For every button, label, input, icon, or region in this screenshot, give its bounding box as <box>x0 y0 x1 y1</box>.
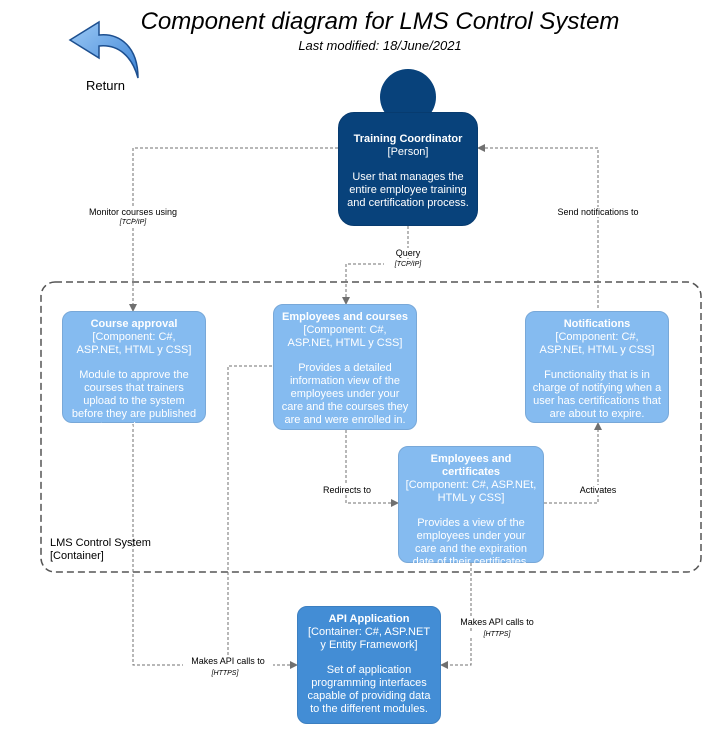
label-query: Query <box>388 248 428 258</box>
component-employees-courses: Employees and courses [Component: C#, AS… <box>273 304 417 430</box>
component-name: Course approval <box>90 318 178 330</box>
edge-send-notifications <box>477 144 599 308</box>
edge-api-left-2 <box>227 365 272 665</box>
boundary-label: LMS Control System [Container] <box>50 537 151 563</box>
person-description: User that manages the entire employee tr… <box>347 171 469 209</box>
label-activates: Activates <box>572 485 624 495</box>
return-arrow-icon[interactable] <box>68 20 139 79</box>
edge-api-right <box>440 563 472 669</box>
person-head <box>380 69 436 125</box>
edge-monitor <box>129 147 338 312</box>
diagram-title: Component diagram for LMS Control System <box>140 8 620 35</box>
edge-api-left-1 <box>132 424 298 669</box>
component-type: [Component: C#, ASP.NEt, HTML y CSS] <box>76 331 192 356</box>
diagram-subtitle: Last modified: 18/June/2021 <box>298 38 462 53</box>
label-monitor: Monitor courses using <box>68 207 198 217</box>
return-link[interactable]: Return <box>86 78 126 93</box>
component-name: Employees and courses <box>282 311 408 323</box>
tech-query: [TCP/IP] <box>384 261 432 268</box>
component-type: [Component: C#, ASP.NEt, HTML y CSS] <box>405 479 537 504</box>
component-description: Provides a detailed information view of … <box>281 362 409 426</box>
component-description: Functionality that is in charge of notif… <box>532 369 662 420</box>
tech-api-left: [HTTPS] <box>195 670 255 677</box>
component-employees-certificates: Employees and certificates [Component: C… <box>398 446 544 568</box>
edge-query <box>342 226 409 305</box>
container-description: Set of application programming interface… <box>307 664 431 715</box>
person-type: [Person] <box>387 146 429 158</box>
component-notifications: Notifications [Component: C#, ASP.NEt, H… <box>525 311 669 423</box>
component-description: Module to approve the courses that train… <box>71 369 197 433</box>
person-training-coordinator: Training Coordinator [Person] User that … <box>338 112 478 226</box>
component-course-approval: Course approval [Component: C#, ASP.NEt,… <box>62 311 206 433</box>
label-api-left: Makes API calls to <box>183 656 273 666</box>
container-name: API Application <box>328 613 410 625</box>
boundary-name: LMS Control System <box>50 537 151 549</box>
component-name: Notifications <box>563 318 631 330</box>
component-type: [Component: C#, ASP.NEt, HTML y CSS] <box>287 324 403 349</box>
tech-api-right: [HTTPS] <box>462 631 532 638</box>
edge-redirects <box>345 430 399 507</box>
label-api-right: Makes API calls to <box>452 617 542 627</box>
component-name: Employees and certificates <box>430 453 512 478</box>
boundary-type: [Container] <box>50 550 104 562</box>
lms-boundary <box>40 281 702 573</box>
component-type: [Component: C#, ASP.NEt, HTML y CSS] <box>539 331 655 356</box>
person-name: Training Coordinator <box>353 133 463 145</box>
component-description: Provides a view of the employees under y… <box>412 517 530 568</box>
container-type: [Container: C#, ASP.NET y Entity Framewo… <box>307 626 431 651</box>
label-send-notifications: Send notifications to <box>548 207 648 217</box>
container-api-application: API Application [Container: C#, ASP.NET … <box>297 606 441 724</box>
edge-activates <box>544 422 602 504</box>
tech-monitor: [TCP/IP] <box>100 219 166 226</box>
label-redirects: Redirects to <box>316 485 378 495</box>
